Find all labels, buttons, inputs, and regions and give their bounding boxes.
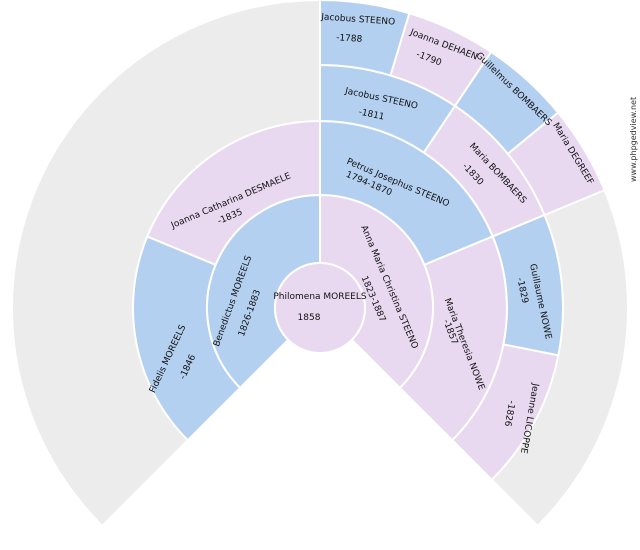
mmm-date: -1826	[502, 400, 516, 428]
gg-grandmother-segment-2[interactable]	[506, 111, 606, 217]
great-grandmother-segment-2[interactable]	[450, 343, 560, 482]
root-person-name: Philomena MOREELS	[273, 292, 367, 302]
root-person-date: 1858	[298, 313, 321, 323]
mfff-date: -1788	[336, 33, 363, 45]
watermark: www.phpgedview.net	[629, 97, 638, 182]
root-person-circle[interactable]	[274, 262, 366, 354]
